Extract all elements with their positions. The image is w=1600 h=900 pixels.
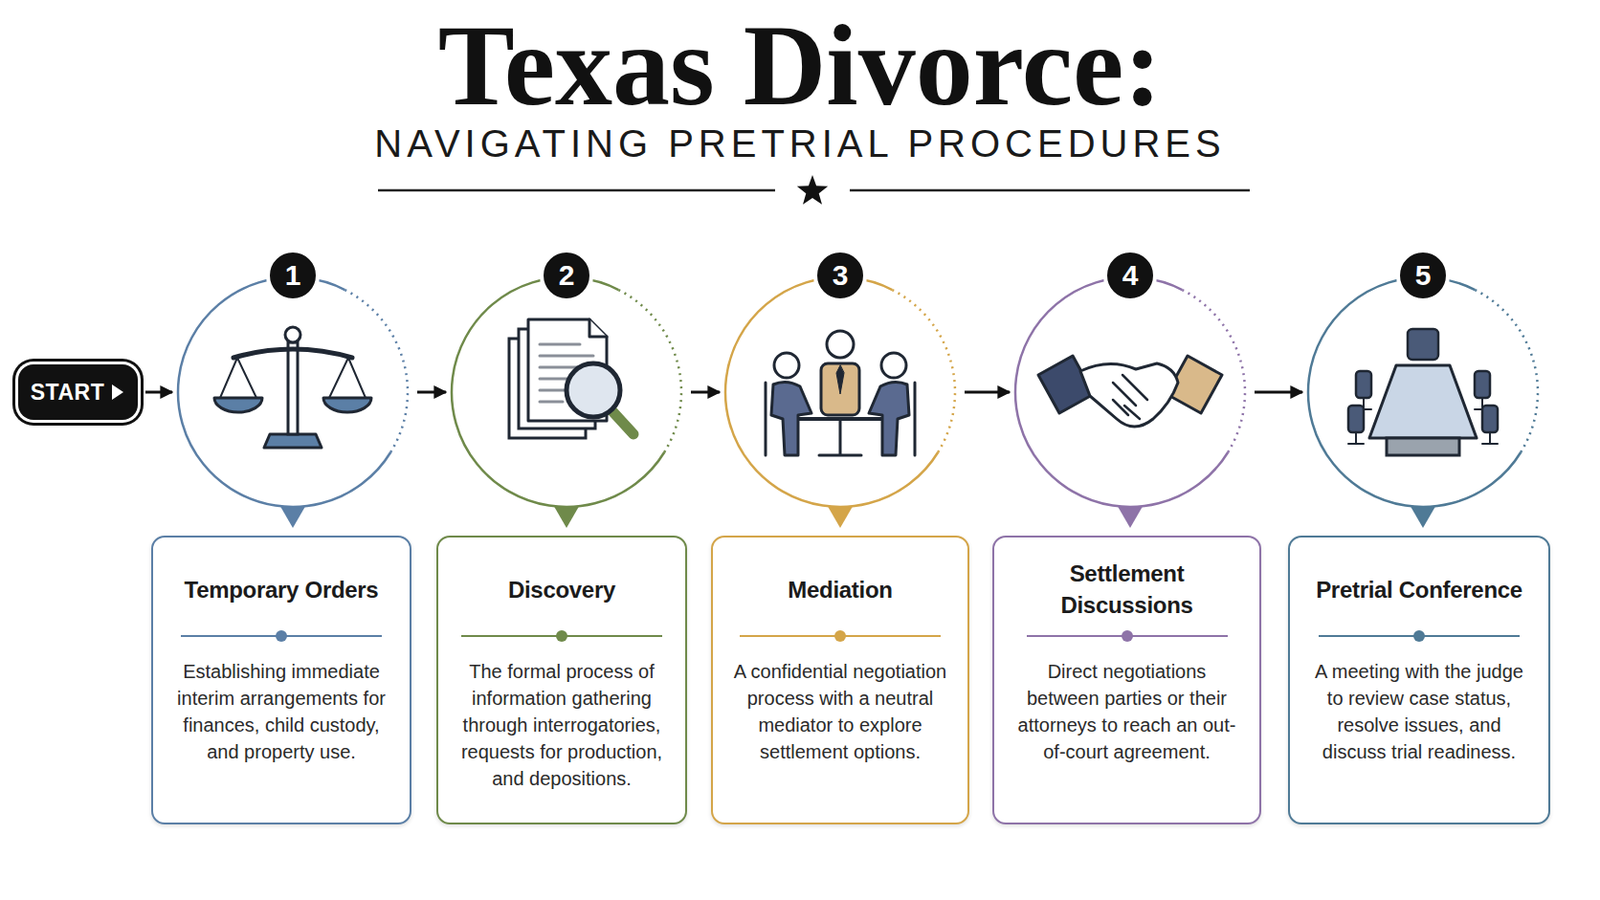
start-label: START [30, 379, 105, 406]
step-circle: 4 [1013, 275, 1247, 510]
step-card: Temporary OrdersEstablishing immediate i… [151, 535, 412, 825]
heading-area: Pretrial Conference [1305, 555, 1534, 624]
circle-solid-arc [1308, 277, 1521, 508]
circle-outline [449, 275, 684, 510]
divider-line [739, 635, 941, 638]
step-circle: 2 [449, 275, 684, 510]
circle-outline [1306, 275, 1540, 510]
circle-dotted-arc [1474, 289, 1538, 453]
divider-line [1026, 635, 1228, 638]
divider-dot [1121, 630, 1134, 643]
step-icon [1038, 355, 1223, 427]
subtitle: NAVIGATING PRETRIAL PROCEDURES [0, 120, 1600, 167]
step-number: 4 [1103, 248, 1157, 303]
star-ornament [797, 175, 828, 205]
step-number: 1 [266, 248, 320, 303]
step-icon [509, 319, 634, 439]
circle-solid-arc [177, 277, 391, 508]
step-card: Pretrial Conference A meeting with the ju… [1288, 535, 1551, 825]
step-icon [1348, 329, 1498, 456]
circle-solid-arc [1015, 277, 1228, 508]
step-card: DiscoveryThe formal process of informati… [436, 535, 688, 825]
circle-solid-arc [725, 277, 938, 508]
step-circle: 5 [1306, 275, 1540, 510]
circle-outline [1013, 275, 1247, 510]
circle-outline [176, 275, 410, 510]
step-description: Establishing immediate interim arrangeme… [168, 658, 395, 766]
flow-arrow [1254, 391, 1303, 395]
step-description: A meeting with the judge to review case … [1305, 658, 1534, 766]
divider-dot [834, 630, 846, 643]
step-circle: 3 [723, 275, 957, 510]
flow-arrow [964, 391, 1010, 395]
circle-outline [723, 275, 957, 510]
step-number: 5 [1396, 248, 1450, 303]
divider-dot [555, 630, 568, 643]
heading-area: Mediation [728, 555, 953, 624]
step-description: A confidential negotiation process with … [728, 658, 953, 766]
divider-line [180, 635, 382, 638]
step-card: Settlement DiscussionsDirect negotiation… [992, 535, 1262, 825]
step-card: Mediation A confidential negotiation proc… [711, 535, 970, 825]
flow-arrow [145, 391, 173, 395]
step-number: 3 [813, 248, 867, 303]
step-heading: Discovery [508, 574, 616, 606]
step-circle: 1 [176, 275, 410, 510]
start-pill: START [18, 364, 138, 421]
divider-line [1318, 635, 1520, 638]
step-icon [765, 331, 915, 456]
play-triangle [110, 382, 126, 402]
title: Texas Divorce: [0, 5, 1600, 127]
step-heading: Temporary Orders [184, 574, 379, 606]
rule-line [377, 189, 776, 193]
step-icon [214, 327, 372, 448]
step-heading: Pretrial Conference [1315, 574, 1523, 606]
flow-arrow [417, 391, 446, 395]
step-description: Direct negotiations between parties or t… [1009, 658, 1245, 766]
heading-area: Temporary Orders [168, 555, 395, 624]
divider-line [461, 635, 663, 638]
circle-solid-arc [451, 277, 665, 508]
flow-arrow [690, 391, 720, 395]
divider-dot [275, 630, 288, 643]
step-description: The formal process of information gather… [453, 658, 670, 793]
step-number: 2 [539, 248, 594, 303]
heading-area: Discovery [453, 555, 670, 624]
heading-area: Settlement Discussions [1009, 555, 1245, 624]
divider-dot [1413, 630, 1425, 643]
rule-line [849, 189, 1250, 193]
step-heading: Settlement Discussions [1009, 557, 1245, 622]
step-heading: Mediation [787, 574, 892, 606]
